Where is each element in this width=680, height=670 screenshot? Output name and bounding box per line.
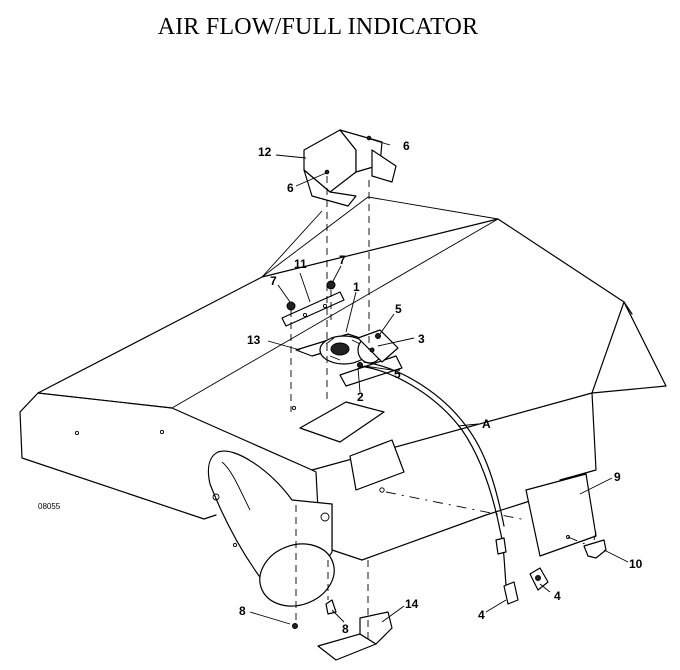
assembly-guide-lines	[290, 176, 591, 640]
housing-opening	[299, 401, 385, 443]
callout-14: 14	[405, 597, 419, 611]
callout-7-left: 7	[270, 274, 277, 288]
leader-lines	[249, 138, 629, 625]
cover-bracket	[303, 129, 397, 207]
callout-6-top: 6	[403, 139, 410, 153]
bottom-bracket	[317, 611, 393, 661]
callout-A: A	[482, 417, 491, 431]
callout-4-left: 4	[478, 608, 485, 622]
figure-reference-number: 08055	[38, 502, 61, 511]
callout-6-cover: 6	[287, 181, 294, 195]
bottom-fasteners	[292, 599, 337, 629]
callout-10: 10	[629, 557, 643, 571]
callout-12: 12	[258, 145, 272, 159]
indicator-switch-assembly	[295, 329, 403, 387]
callout-1: 1	[353, 280, 360, 294]
callout-5-lower: 5	[394, 367, 401, 381]
hopper-housing	[19, 196, 667, 561]
blower-duct	[207, 450, 335, 607]
sensor-cable	[359, 361, 507, 586]
callout-3: 3	[418, 332, 425, 346]
callout-13: 13	[247, 333, 261, 347]
callout-8-right: 8	[342, 622, 349, 636]
callout-4-right: 4	[554, 589, 561, 603]
window-opening	[349, 439, 405, 491]
page-title: AIR FLOW/FULL INDICATOR	[157, 14, 479, 40]
callout-9: 9	[614, 470, 621, 484]
callout-2: 2	[357, 390, 364, 404]
decal-plate	[525, 473, 597, 557]
callout-5-upper: 5	[395, 302, 402, 316]
callout-11: 11	[294, 257, 307, 271]
callout-7-right: 7	[339, 253, 346, 267]
latch-clip	[583, 531, 607, 559]
mounting-plate	[281, 280, 345, 327]
connector-clips	[503, 567, 549, 605]
callout-8-left: 8	[239, 604, 246, 618]
